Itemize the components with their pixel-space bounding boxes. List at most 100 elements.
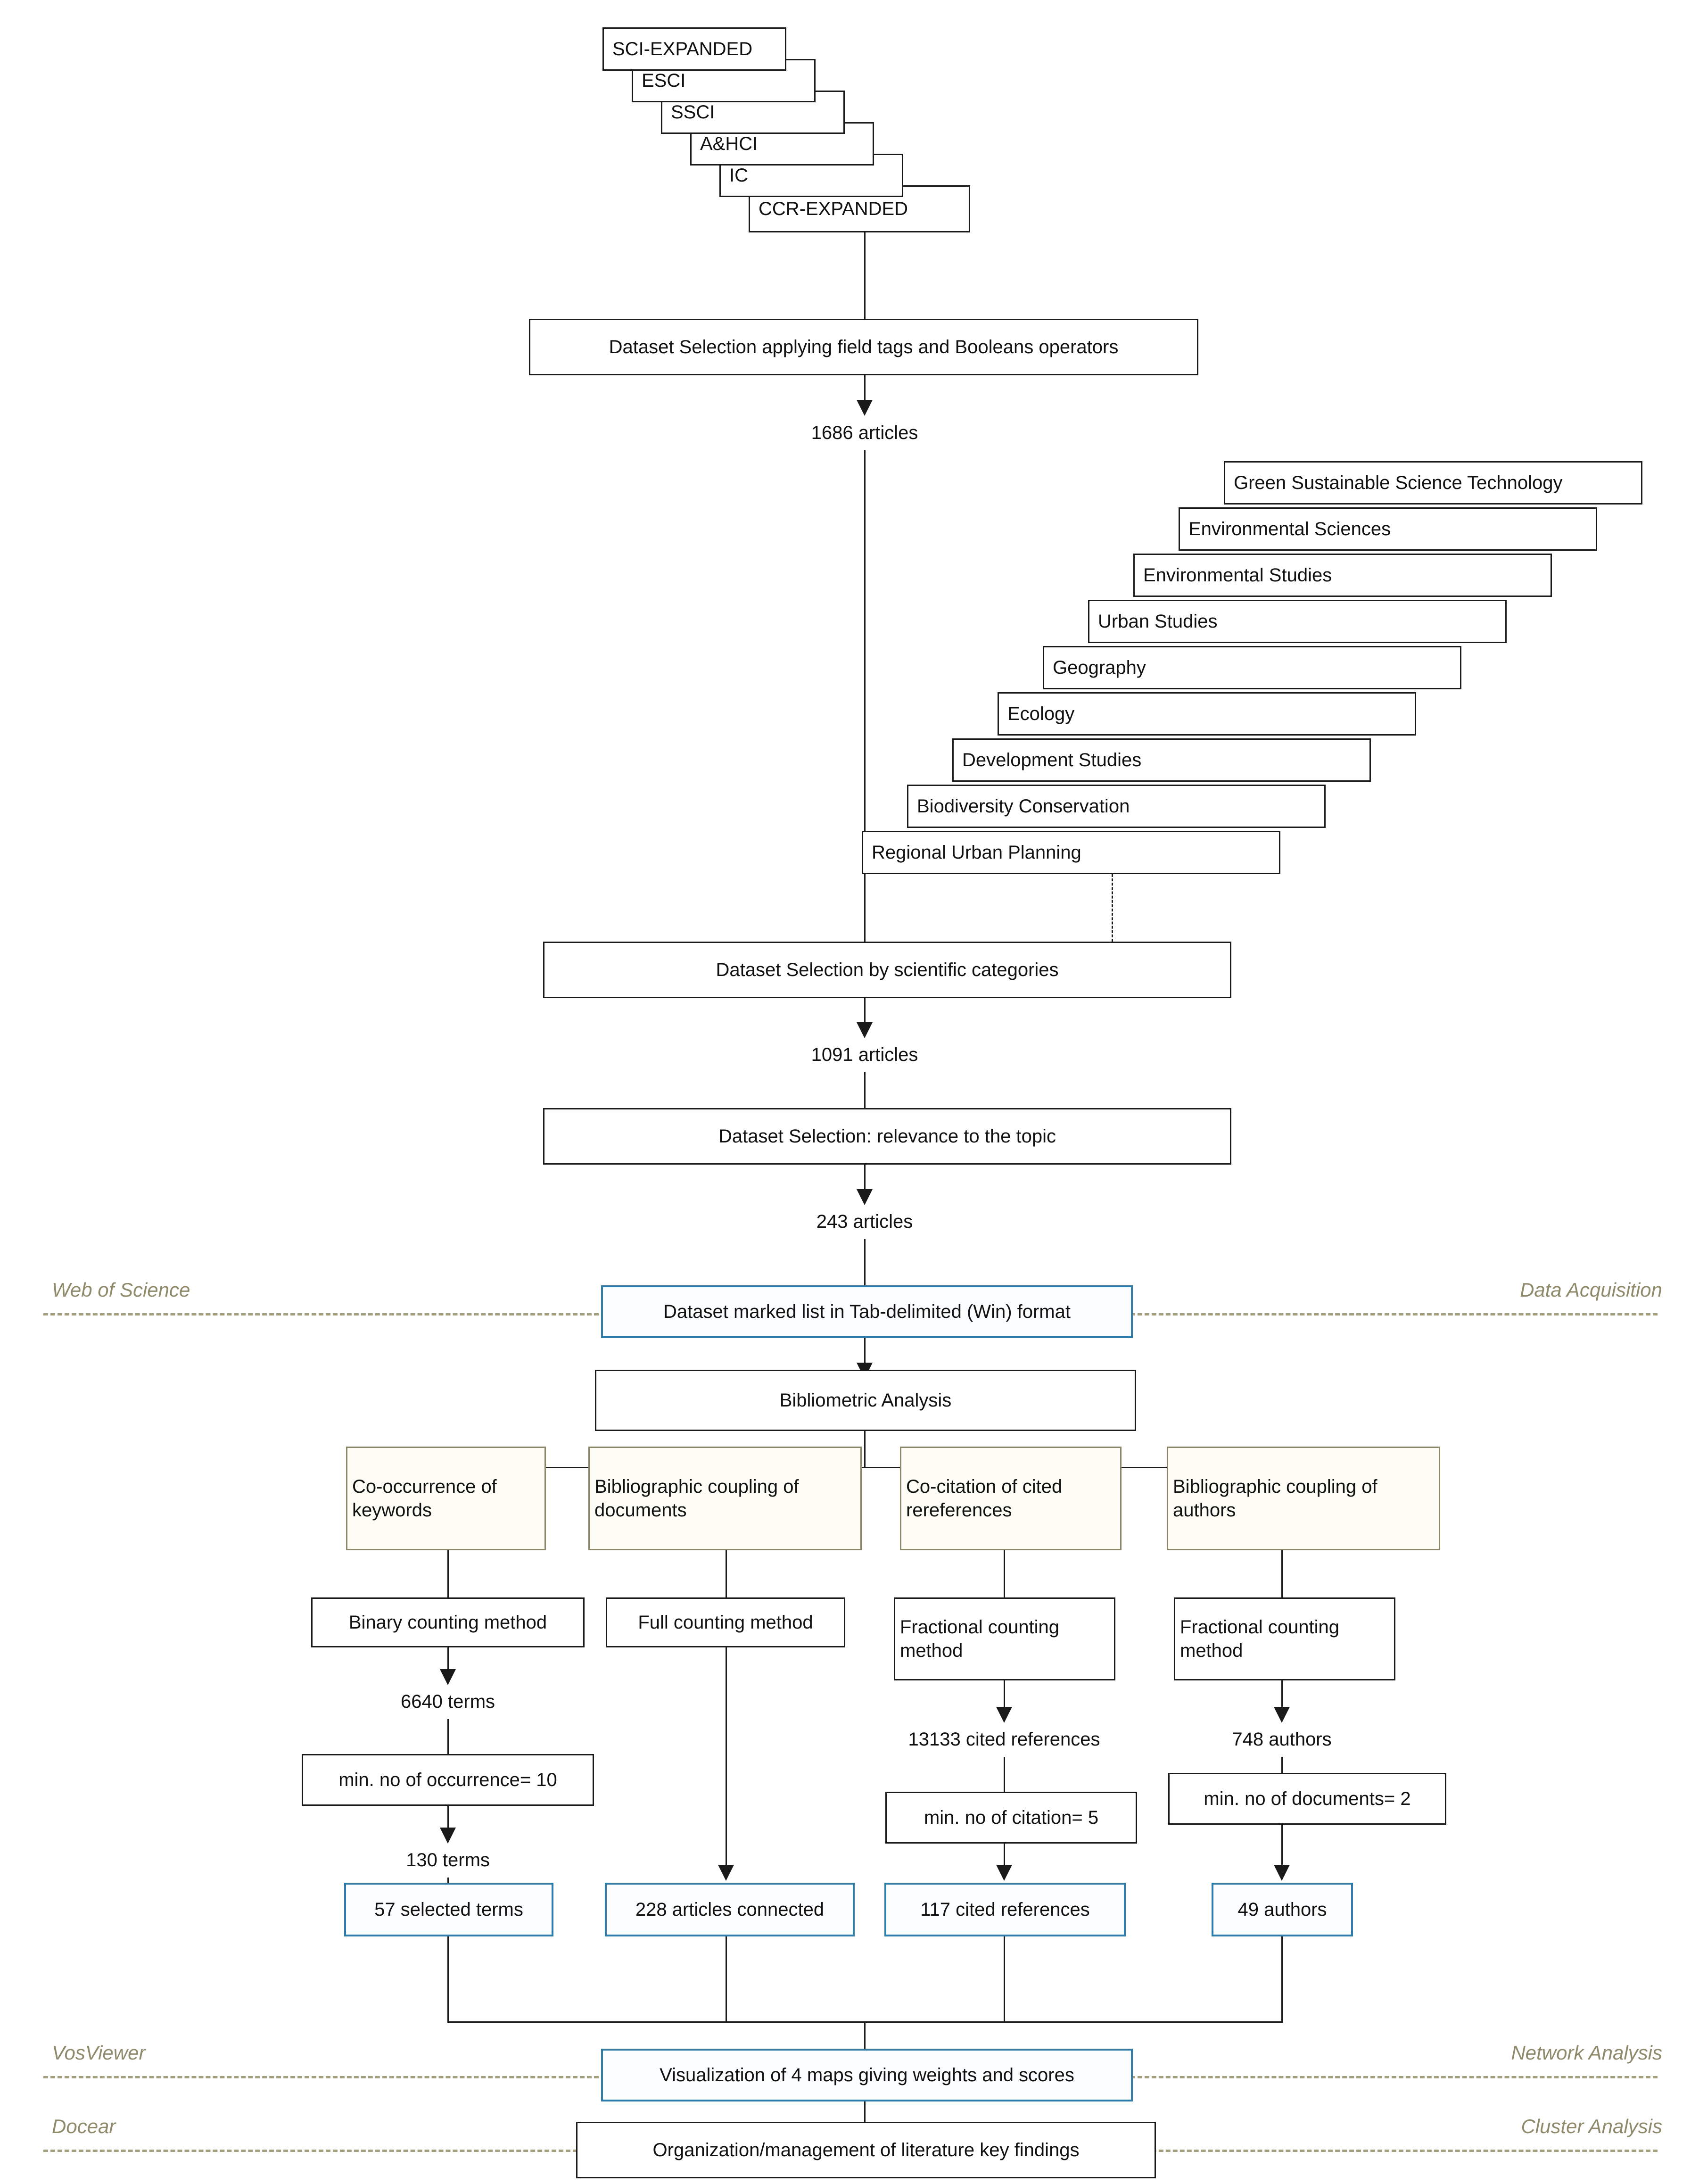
category-label: Ecology	[1007, 703, 1075, 724]
swimlane-label-vosviewer: VosViewer	[52, 2042, 146, 2064]
category-box-regional-urban-planning[interactable]: Regional Urban Planning	[862, 831, 1280, 874]
connector-branch3-method-to-count	[1004, 1680, 1005, 1710]
category-box-urban-studies[interactable]: Urban Studies	[1088, 600, 1507, 643]
step-scientific-categories-box[interactable]: Dataset Selection by scientific categori…	[543, 942, 1231, 998]
branch-threshold-box-min-documents[interactable]: min. no of documents= 2	[1168, 1773, 1446, 1825]
swimlane-label-web-of-science: Web of Science	[52, 1279, 190, 1301]
category-label: Environmental Sciences	[1188, 519, 1391, 539]
connector-result1-to-merge	[447, 1936, 449, 2022]
category-label: Urban Studies	[1098, 611, 1218, 632]
branch-analysis-box-bibliographic-coupling-of-documents[interactable]: Bibliographic coupling of documents	[588, 1447, 862, 1550]
arrowhead-down	[857, 400, 873, 416]
branch-analysis-label: Bibliographic coupling of documents	[594, 1476, 799, 1521]
connector-merge-to-visualization	[864, 2021, 866, 2073]
arrowhead-down	[996, 1865, 1012, 1881]
step-visualization-label: Visualization of 4 maps giving weights a…	[660, 2065, 1074, 2085]
branch-method-label: Full counting method	[638, 1612, 813, 1633]
branch-result-box-117-cited-references[interactable]: 117 cited references	[884, 1883, 1126, 1936]
step-bibliometric-analysis-box[interactable]: Bibliometric Analysis	[595, 1370, 1136, 1431]
branch-analysis-label: Co-citation of cited rereferences	[906, 1476, 1063, 1521]
branch-method-box-fractional-counting-authors[interactable]: Fractional counting method	[1174, 1597, 1395, 1680]
step-visualization-box[interactable]: Visualization of 4 maps giving weights a…	[601, 2049, 1133, 2101]
branch-method-label: Fractional counting method	[1180, 1617, 1339, 1661]
branch-analysis-box-co-occurrence-of-keywords[interactable]: Co-occurrence of keywords	[346, 1447, 546, 1550]
database-label: CCR-EXPANDED	[759, 199, 908, 219]
category-label: Green Sustainable Science Technology	[1234, 472, 1563, 493]
connector-count1091-to-relevance	[864, 1072, 866, 1118]
arrowhead-down	[857, 1022, 873, 1038]
arrowhead-down	[718, 1865, 734, 1881]
database-label: SCI-EXPANDED	[612, 39, 753, 59]
category-box-geography[interactable]: Geography	[1043, 646, 1461, 689]
connector-result2-to-merge	[726, 1936, 727, 2022]
connector-categories-to-step-dashed	[1112, 874, 1113, 942]
category-box-ecology[interactable]: Ecology	[998, 692, 1416, 736]
connector-branch4-count-to-threshold	[1281, 1757, 1283, 1779]
branch-threshold-label: min. no of documents= 2	[1204, 1788, 1411, 1809]
category-box-green-sustainable-science-technology[interactable]: Green Sustainable Science Technology	[1224, 461, 1642, 505]
connector-count1686-to-categories	[864, 450, 866, 942]
branch-method-box-full-counting[interactable]: Full counting method	[606, 1597, 845, 1647]
connector-markedlist-to-bibliometric	[864, 1338, 866, 1375]
branch-result-box-57-selected-terms[interactable]: 57 selected terms	[344, 1883, 553, 1936]
branch-threshold-label: min. no of occurrence= 10	[338, 1770, 557, 1790]
branch-result-box-49-authors[interactable]: 49 authors	[1212, 1883, 1353, 1936]
swimlane-label-docear: Docear	[52, 2115, 116, 2137]
count-243-articles: 243 articles	[813, 1211, 916, 1233]
arrowhead-down	[1274, 1865, 1290, 1881]
branch3-intermediate-count: 13133 cited references	[905, 1729, 1103, 1750]
connector-relevance-to-count243	[864, 1165, 866, 1193]
category-box-biodiversity-conservation[interactable]: Biodiversity Conservation	[907, 785, 1326, 828]
database-label: ESCI	[642, 70, 686, 91]
branch-result-label: 228 articles connected	[635, 1899, 825, 1920]
step-field-tags-box[interactable]: Dataset Selection applying field tags an…	[529, 319, 1198, 375]
step-organization-label: Organization/management of literature ke…	[652, 2140, 1080, 2160]
category-box-development-studies[interactable]: Development Studies	[952, 738, 1371, 782]
branch1-intermediate-count: 6640 terms	[397, 1691, 498, 1712]
category-label: Biodiversity Conservation	[917, 796, 1130, 817]
database-label: A&HCI	[700, 133, 758, 154]
branch-method-box-binary-counting[interactable]: Binary counting method	[311, 1597, 585, 1647]
branch-method-box-fractional-counting-citations[interactable]: Fractional counting method	[894, 1597, 1115, 1680]
swimlane-label-network-analysis: Network Analysis	[1511, 2042, 1662, 2064]
connector-visualization-to-organization	[864, 2101, 866, 2136]
branch4-intermediate-count: 748 authors	[1229, 1729, 1335, 1750]
connector-branch3-analysis-to-method	[1004, 1550, 1005, 1603]
step-marked-list-box[interactable]: Dataset marked list in Tab-delimited (Wi…	[601, 1285, 1133, 1338]
branch-bus-horizontal	[447, 1467, 1283, 1468]
arrowhead-down	[857, 1189, 873, 1205]
branch-analysis-label: Bibliographic coupling of authors	[1173, 1476, 1377, 1521]
branch-result-box-228-articles-connected[interactable]: 228 articles connected	[605, 1883, 855, 1936]
branch-analysis-box-bibliographic-coupling-of-authors[interactable]: Bibliographic coupling of authors	[1167, 1447, 1440, 1550]
connector-databases-to-fieldtags	[864, 232, 866, 319]
count-1091-articles: 1091 articles	[808, 1044, 921, 1066]
database-label: SSCI	[671, 102, 715, 123]
connector-branch4-threshold-to-result	[1281, 1825, 1283, 1877]
step-field-tags-label: Dataset Selection applying field tags an…	[609, 337, 1119, 357]
category-box-environmental-studies[interactable]: Environmental Studies	[1133, 554, 1552, 597]
branch-result-label: 117 cited references	[920, 1899, 1090, 1920]
connector-count243-to-markedlist	[864, 1239, 866, 1285]
step-organization-box[interactable]: Organization/management of literature ke…	[576, 2122, 1156, 2178]
step-marked-list-label: Dataset marked list in Tab-delimited (Wi…	[663, 1301, 1071, 1322]
step-relevance-box[interactable]: Dataset Selection: relevance to the topi…	[543, 1108, 1231, 1165]
database-box-sci-expanded[interactable]: SCI-EXPANDED	[602, 27, 786, 71]
arrowhead-down	[996, 1707, 1012, 1723]
connector-bibliometric-to-bus	[864, 1431, 866, 1468]
connector-categories-to-count1091	[864, 998, 866, 1026]
connector-branch4-method-to-count	[1281, 1680, 1283, 1710]
branch-result-label: 57 selected terms	[374, 1899, 523, 1920]
category-label: Regional Urban Planning	[872, 842, 1081, 863]
branch-analysis-box-co-citation-of-cited-rereferences[interactable]: Co-citation of cited rereferences	[900, 1447, 1122, 1550]
category-box-environmental-sciences[interactable]: Environmental Sciences	[1179, 507, 1597, 551]
database-label: IC	[729, 165, 748, 186]
count-1686-articles: 1686 articles	[808, 422, 921, 444]
branch-analysis-label: Co-occurrence of keywords	[352, 1476, 497, 1521]
branch-threshold-box-min-citation[interactable]: min. no of citation= 5	[885, 1792, 1137, 1844]
arrowhead-down	[1274, 1707, 1290, 1723]
branch-threshold-box-min-occurrence[interactable]: min. no of occurrence= 10	[302, 1754, 594, 1806]
step-relevance-label: Dataset Selection: relevance to the topi…	[718, 1126, 1056, 1147]
category-label: Development Studies	[962, 750, 1142, 770]
branch1-second-count: 130 terms	[403, 1849, 493, 1871]
